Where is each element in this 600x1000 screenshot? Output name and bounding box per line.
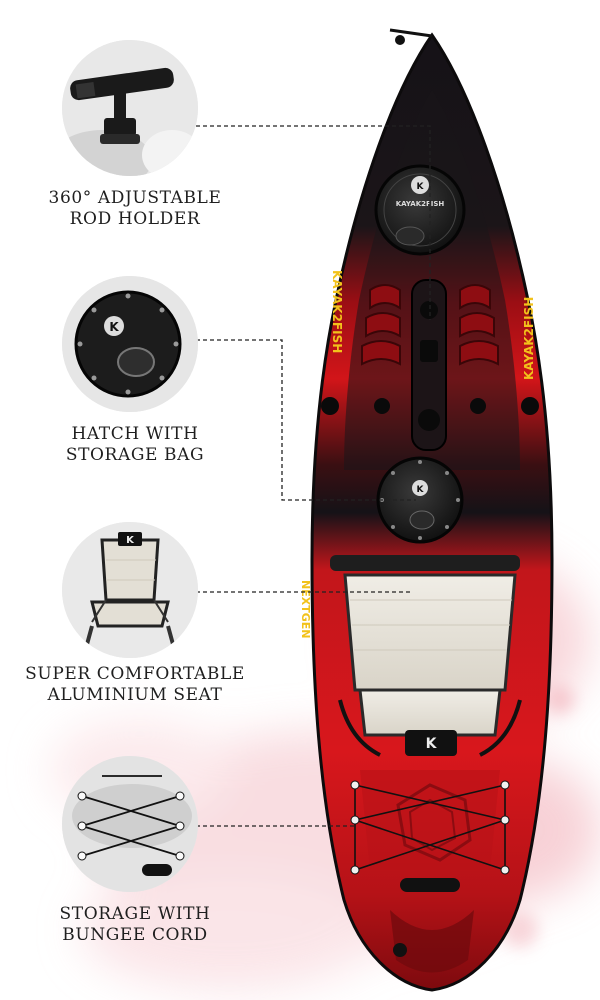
rear-tankwell xyxy=(350,770,510,892)
feature-label-rod-holder: 360° ADJUSTABLE ROD HOLDER xyxy=(10,188,260,230)
seat-label-line2: ALUMINIUM SEAT xyxy=(47,685,223,705)
front-hatch: K KAYAK2FISH xyxy=(374,164,466,256)
bungee-label-line1: STORAGE WITH xyxy=(59,904,211,924)
svg-text:K: K xyxy=(417,485,425,495)
hull-wordmark-right: KAYAK2FISH xyxy=(522,297,536,380)
rod-holder-photo xyxy=(62,40,198,176)
hull-model-text: NEXTGEN xyxy=(299,580,312,638)
hatch-label-line1: HATCH WITH xyxy=(71,424,199,444)
hatch-leader xyxy=(196,339,416,501)
svg-text:K: K xyxy=(126,535,135,546)
mid-hatch: K xyxy=(376,456,464,544)
seat-photo: K xyxy=(62,522,198,658)
svg-text:K: K xyxy=(417,182,425,192)
feature-label-hatch: HATCH WITH STORAGE BAG xyxy=(10,424,260,466)
hatch-label-line2: STORAGE BAG xyxy=(65,445,205,465)
hull-wordmark-left: KAYAK2FISH xyxy=(330,270,344,353)
svg-text:K: K xyxy=(426,736,438,752)
rod-holder-leader xyxy=(196,125,431,320)
rod-holder-label-line2: ROD HOLDER xyxy=(69,209,201,229)
bungee-label-line2: BUNGEE CORD xyxy=(62,925,208,945)
kayak-seat: K xyxy=(330,555,522,757)
hatch-wordmark: KAYAK2FISH xyxy=(396,200,445,208)
svg-text:K: K xyxy=(109,320,119,334)
seat-label-line1: SUPER COMFORTABLE xyxy=(25,664,245,684)
feature-label-seat: SUPER COMFORTABLE ALUMINIUM SEAT xyxy=(10,664,260,706)
hatch-photo: K xyxy=(62,276,198,412)
rod-holder-label-line1: 360° ADJUSTABLE xyxy=(48,188,222,208)
bungee-photo xyxy=(62,756,198,892)
feature-label-bungee: STORAGE WITH BUNGEE CORD xyxy=(10,904,260,946)
